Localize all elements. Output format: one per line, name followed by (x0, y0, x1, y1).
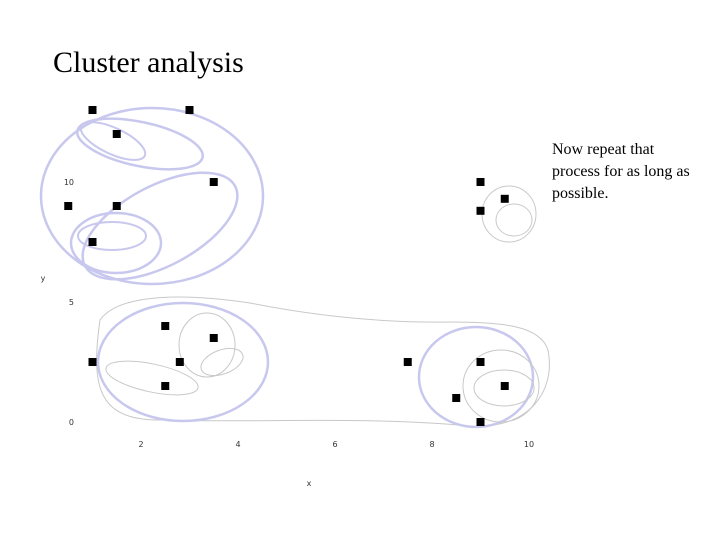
data-point-4 (64, 202, 73, 210)
data-points (64, 106, 509, 426)
cluster-outline-top-left-outer (39, 106, 265, 286)
cluster-outline-bottom-left-pair (105, 360, 199, 396)
data-point-13 (175, 358, 184, 366)
x-tick-label-6: 6 (332, 440, 337, 449)
cluster-outlines (39, 106, 550, 429)
x-axis-label: x (307, 479, 312, 488)
axis-ticks: 2 4 6 8 10 0 5 10 x y (41, 178, 534, 488)
cluster-outline-top-inner (79, 121, 147, 161)
data-point-7 (476, 178, 485, 186)
x-tick-label-8: 8 (429, 440, 434, 449)
cluster-outline-top-pair (75, 117, 205, 171)
y-tick-label-5: 5 (69, 298, 74, 307)
y-tick-label-0: 0 (69, 418, 74, 427)
data-point-9 (476, 206, 485, 215)
data-point-14 (161, 382, 170, 390)
data-point-0 (88, 106, 97, 114)
data-point-5 (112, 202, 121, 210)
cluster-outline-left-trio (69, 211, 163, 275)
cluster-outline-right-small (481, 185, 537, 243)
data-point-6 (88, 238, 97, 246)
cluster-outline-bottom-left-inner (200, 347, 244, 377)
cluster-outline-bottom-left-top (178, 312, 236, 378)
data-point-11 (209, 334, 218, 342)
data-point-8 (500, 194, 509, 203)
data-point-17 (500, 382, 509, 390)
y-tick-label-10: 10 (64, 178, 74, 187)
cluster-outline-bottom-right-inner (473, 369, 535, 407)
cluster-outline-left-pair (77, 221, 147, 251)
data-point-12 (88, 358, 97, 366)
x-tick-label-10: 10 (524, 440, 534, 449)
cluster-outline-bottom-right-mid (462, 349, 540, 423)
y-axis-label: y (41, 274, 46, 283)
slide-title: Cluster analysis (53, 46, 244, 79)
data-point-19 (476, 418, 485, 426)
cluster-outline-bottom-right (417, 325, 535, 429)
data-point-15 (403, 358, 412, 366)
cluster-outline-bottom-left (96, 301, 270, 423)
x-tick-label-2: 2 (138, 440, 143, 449)
cluster-outline-left-middle (81, 171, 239, 281)
data-point-16 (476, 358, 485, 366)
cluster-outline-right-small-inner (495, 203, 533, 237)
x-tick-label-4: 4 (235, 440, 240, 449)
data-point-10 (161, 322, 170, 330)
data-point-2 (112, 130, 121, 138)
data-point-18 (452, 394, 461, 402)
data-point-1 (185, 106, 194, 114)
slide-note: Now repeat that process for as long as p… (552, 141, 690, 202)
data-point-3 (209, 178, 218, 186)
